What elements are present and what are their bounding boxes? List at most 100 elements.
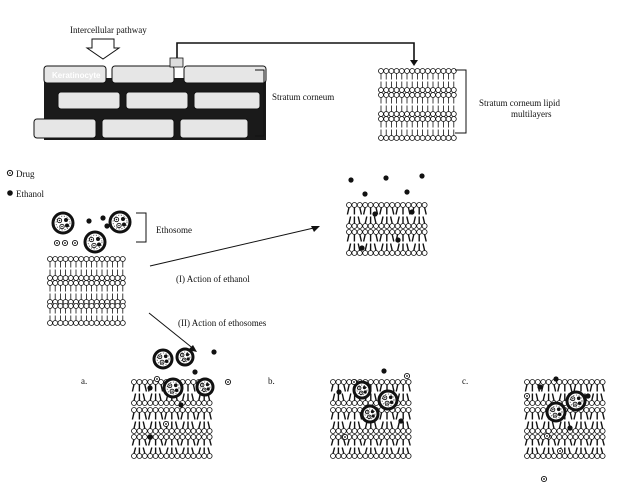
lipid-head xyxy=(362,453,369,459)
lipid-head xyxy=(529,428,536,434)
lipid-head xyxy=(389,223,396,229)
lipid-head xyxy=(405,434,412,440)
ethanol-molecule xyxy=(163,354,168,359)
lipid-head xyxy=(388,92,395,98)
lipid-head xyxy=(93,280,100,286)
ethanol-molecule xyxy=(178,402,184,408)
lipid-head xyxy=(109,275,116,281)
lipid-head xyxy=(158,453,164,459)
lipid-head xyxy=(599,428,606,434)
lipid-head xyxy=(195,407,202,413)
ethanol-molecule xyxy=(395,237,401,243)
lipid-head xyxy=(163,434,170,440)
lipid-head xyxy=(136,400,143,406)
ethanol-molecule xyxy=(370,410,374,414)
lipid-head xyxy=(109,303,116,309)
lipid-head xyxy=(174,407,181,413)
ethosome-vesicle xyxy=(545,401,567,423)
lipid-head xyxy=(421,202,428,208)
lipid-head xyxy=(421,223,428,229)
lipid-head xyxy=(599,453,606,459)
lipid-head xyxy=(583,407,590,413)
lipid-head xyxy=(556,428,563,434)
lipid-head xyxy=(384,379,390,385)
ethanol-molecule xyxy=(577,401,582,406)
lipid-head xyxy=(405,379,412,385)
lipid-head xyxy=(394,229,401,235)
lipid-head xyxy=(83,320,90,326)
lipid-head xyxy=(351,428,358,434)
lipid-head xyxy=(405,428,412,434)
lipid-head xyxy=(424,135,431,141)
lipid-head xyxy=(335,407,342,413)
lipid-head xyxy=(383,92,390,98)
lipid-head xyxy=(141,379,148,385)
lipid-head xyxy=(393,135,400,141)
ethanol-molecule xyxy=(104,223,110,229)
lipid-head xyxy=(147,428,154,434)
lipid-head xyxy=(52,256,59,262)
panel-b-penetration xyxy=(330,368,412,459)
lipid-head xyxy=(409,68,416,74)
lipid-head xyxy=(567,453,574,459)
ethanol-molecule xyxy=(372,211,378,217)
lipid-head xyxy=(588,407,595,413)
lipid-head xyxy=(430,87,436,93)
lipid-head xyxy=(430,92,436,98)
lipid-head xyxy=(388,116,395,122)
lipid-head xyxy=(190,434,197,440)
lipid-head xyxy=(534,453,541,459)
lipid-head xyxy=(152,434,159,440)
lipid-head xyxy=(367,434,374,440)
lipid-head xyxy=(367,453,374,459)
lipid-head xyxy=(534,407,541,413)
ethanol-molecule xyxy=(336,389,342,395)
lipid-head xyxy=(99,280,105,286)
lipid-head xyxy=(367,379,374,385)
ethanol-molecule xyxy=(362,191,368,197)
lipid-head xyxy=(588,428,595,434)
lipid-head xyxy=(367,428,374,434)
lipid-head xyxy=(389,229,396,235)
lipid-head xyxy=(119,280,126,286)
lipid-head xyxy=(346,407,353,413)
lipid-head xyxy=(394,434,401,440)
lipid-head xyxy=(356,229,363,235)
lipid-head xyxy=(93,320,100,326)
lipid-head xyxy=(389,453,396,459)
lipid-head xyxy=(524,407,530,413)
lipid-head xyxy=(195,434,202,440)
lipid-head xyxy=(414,111,421,117)
lipid-bilayer xyxy=(378,92,457,117)
lipid-head xyxy=(435,68,442,74)
lipid-head xyxy=(356,202,363,208)
lipid-head xyxy=(524,379,530,385)
lipid-head xyxy=(206,428,213,434)
lipid-head xyxy=(168,453,175,459)
lipid-head xyxy=(445,92,452,98)
lipid-head xyxy=(414,92,421,98)
ethosome-label: Ethosome xyxy=(156,225,192,235)
lipid-head xyxy=(158,428,164,434)
lipid-head xyxy=(414,135,421,141)
lipid-head xyxy=(419,87,426,93)
lipid-head xyxy=(409,87,416,93)
lipid-head xyxy=(57,280,64,286)
lipid-head xyxy=(168,400,175,406)
lipid-head xyxy=(93,275,100,281)
lipid-head xyxy=(404,111,410,117)
lipid-head xyxy=(351,434,358,440)
lipid-head xyxy=(450,92,457,98)
lipid-head xyxy=(131,434,137,440)
ethanol-molecule xyxy=(121,217,125,221)
lipid-head xyxy=(174,453,181,459)
stratum-corneum-bricks: Keratinocyte xyxy=(33,65,267,140)
lipid-head xyxy=(393,87,400,93)
lipid-head xyxy=(147,379,154,385)
lipid-head xyxy=(400,453,407,459)
lipid-head xyxy=(104,320,111,326)
lipid-bilayer xyxy=(378,116,457,141)
lipid-head xyxy=(195,400,202,406)
lipid-head xyxy=(47,280,53,286)
